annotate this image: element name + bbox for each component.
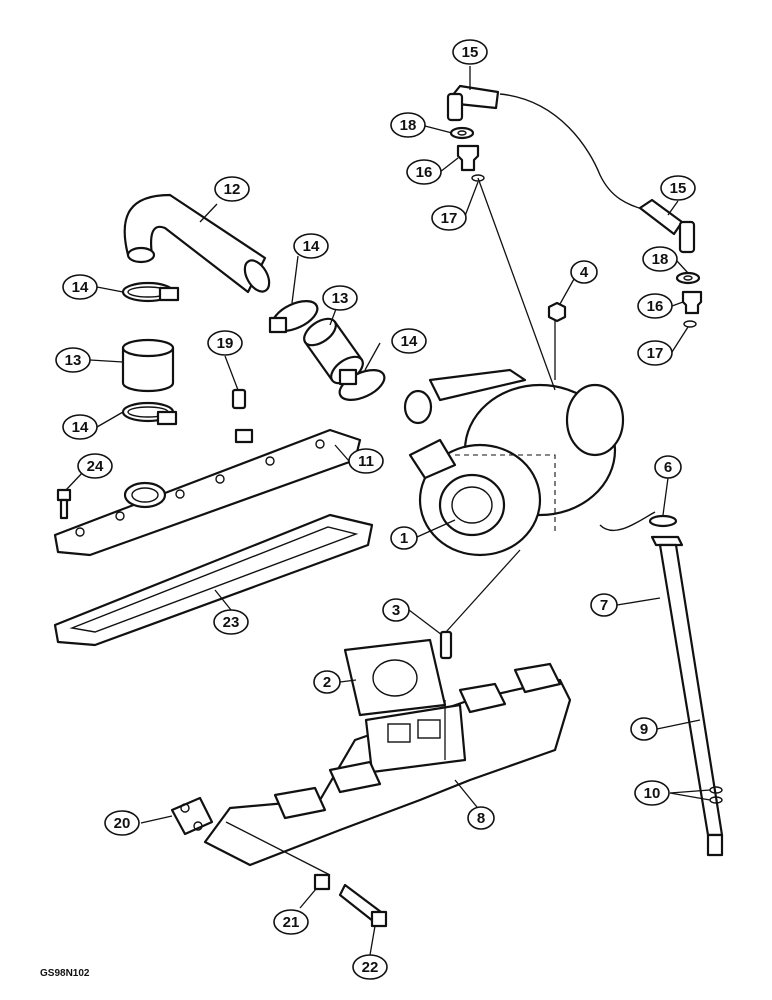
- intake-gasket: [53, 513, 374, 647]
- callout-16-upper: 16: [406, 159, 442, 185]
- svg-text:14: 14: [401, 333, 418, 350]
- callout-4: 4: [570, 260, 598, 284]
- callout-16-lower: 16: [637, 293, 673, 319]
- callout-15-lower: 15: [660, 175, 696, 201]
- hose-clamp-lower-left: [121, 401, 178, 426]
- oil-drain-tube: [650, 535, 724, 857]
- turbocharger: [403, 368, 625, 557]
- turbo-mounting-nut: [547, 301, 567, 323]
- callout-18-lower: 18: [642, 246, 678, 272]
- callout-24: 24: [77, 453, 113, 479]
- cap-screw-cover: [56, 488, 72, 520]
- callout-12: 12: [214, 176, 250, 202]
- alignment-line-4: [225, 821, 331, 876]
- svg-text:13: 13: [65, 352, 82, 369]
- svg-text:14: 14: [303, 238, 320, 255]
- intake-cover-plate: [53, 428, 362, 557]
- adapter-fitting-upper: [456, 144, 480, 172]
- exhaust-manifold: [203, 662, 572, 867]
- callout-19: 19: [207, 330, 243, 356]
- callout-22: 22: [352, 954, 388, 980]
- svg-text:19: 19: [217, 335, 234, 352]
- hose-clamp-lower-right: [338, 368, 386, 401]
- hose-clamp-upper-right: [268, 300, 319, 334]
- manifold-gasket: [170, 796, 214, 836]
- figure-code: GS98N102: [40, 968, 90, 979]
- callout-14-top-left: 14: [62, 274, 98, 300]
- svg-text:15: 15: [462, 44, 479, 61]
- callout-14-right: 14: [391, 328, 427, 354]
- svg-text:1: 1: [400, 530, 408, 547]
- callout-23: 23: [213, 609, 249, 635]
- callout-17-lower: 17: [637, 340, 673, 366]
- callout-21: 21: [273, 909, 309, 935]
- o-ring-upper: [471, 174, 485, 182]
- svg-text:10: 10: [644, 785, 661, 802]
- svg-text:17: 17: [441, 210, 458, 227]
- cap-screw-manifold: [338, 883, 388, 928]
- svg-text:17: 17: [647, 345, 664, 362]
- plug-screw: [231, 388, 247, 410]
- stud: [439, 630, 453, 660]
- svg-text:14: 14: [72, 279, 89, 296]
- callout-13-center: 13: [322, 285, 358, 311]
- svg-text:16: 16: [647, 298, 664, 315]
- svg-text:16: 16: [416, 164, 433, 181]
- svg-text:6: 6: [664, 459, 672, 476]
- svg-text:8: 8: [477, 810, 485, 827]
- svg-text:13: 13: [332, 290, 349, 307]
- callout-10: 10: [634, 780, 670, 806]
- svg-text:24: 24: [87, 458, 104, 475]
- svg-text:14: 14: [72, 419, 89, 436]
- svg-text:18: 18: [652, 251, 669, 268]
- turbo-gasket: [343, 638, 447, 717]
- callout-7: 7: [590, 593, 618, 617]
- spacer: [313, 873, 331, 891]
- callout-17-upper: 17: [431, 205, 467, 231]
- leader-lines: [65, 66, 711, 956]
- svg-text:18: 18: [400, 117, 417, 134]
- gasket-drain: [648, 514, 678, 528]
- washer-lower: [675, 271, 701, 285]
- callout-15-upper: 15: [452, 39, 488, 65]
- oil-return-line: [599, 511, 656, 532]
- svg-text:22: 22: [362, 959, 379, 976]
- callout-6: 6: [654, 455, 682, 479]
- svg-text:23: 23: [223, 614, 240, 631]
- svg-text:21: 21: [283, 914, 300, 931]
- svg-text:2: 2: [323, 674, 331, 691]
- oil-feed-line: [446, 84, 696, 254]
- callout-11: 11: [348, 448, 384, 474]
- callout-9: 9: [630, 717, 658, 741]
- svg-text:11: 11: [358, 453, 374, 470]
- alignment-line-3: [445, 549, 521, 633]
- svg-text:7: 7: [600, 597, 608, 614]
- alignment-line-1: [477, 177, 556, 391]
- svg-text:4: 4: [580, 264, 589, 281]
- callout-8: 8: [467, 806, 495, 830]
- svg-text:15: 15: [670, 180, 687, 197]
- callout-14-top-center: 14: [293, 233, 329, 259]
- hose-sleeve-left: [121, 338, 175, 393]
- svg-text:20: 20: [114, 815, 131, 832]
- o-ring-lower: [683, 320, 697, 328]
- callout-2: 2: [313, 670, 341, 694]
- callout-18-upper: 18: [390, 112, 426, 138]
- washer-upper: [449, 126, 475, 140]
- callout-14-bottom-left: 14: [62, 414, 98, 440]
- svg-text:3: 3: [392, 602, 400, 619]
- callout-1: 1: [390, 526, 418, 550]
- air-elbow-hose: [123, 193, 271, 294]
- callout-13-left: 13: [55, 347, 91, 373]
- hose-clamp-upper-left: [121, 281, 180, 303]
- callout-3: 3: [382, 598, 410, 622]
- callout-20: 20: [104, 810, 140, 836]
- svg-text:9: 9: [640, 721, 648, 738]
- adapter-fitting-lower: [681, 290, 703, 315]
- svg-text:12: 12: [224, 181, 241, 198]
